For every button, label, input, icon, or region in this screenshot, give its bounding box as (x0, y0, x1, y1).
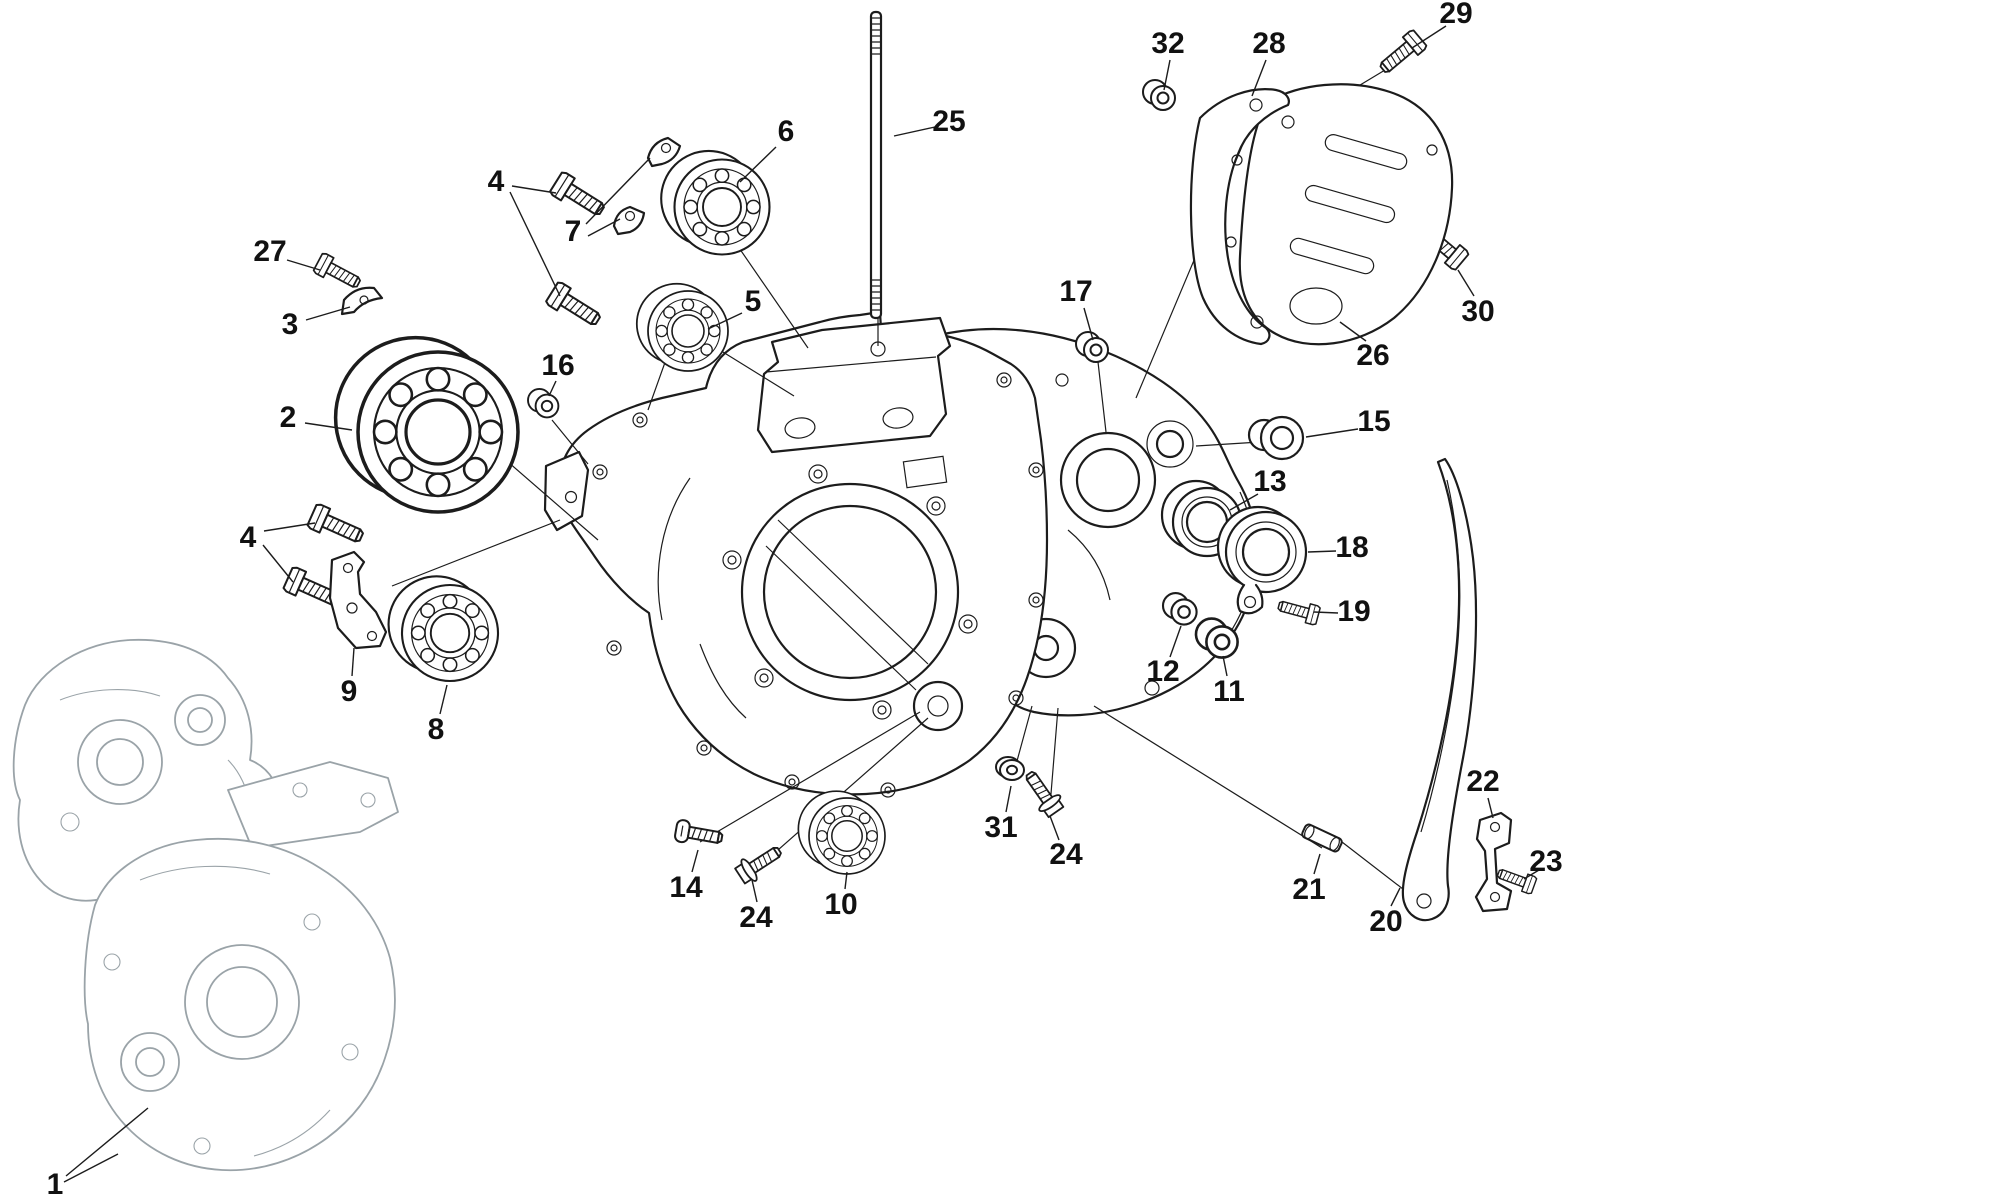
callout-17: 17 (1059, 275, 1093, 308)
callout-15: 15 (1357, 405, 1391, 438)
callout-18: 18 (1335, 531, 1369, 564)
tab-7b (612, 205, 646, 236)
callout-19: 19 (1337, 595, 1371, 628)
callout-31: 31 (984, 811, 1018, 844)
stud-25 (869, 10, 883, 320)
callout-4: 4 (487, 165, 505, 198)
callout-14: 14 (669, 871, 703, 904)
bracket-22 (1474, 811, 1513, 913)
callout-23: 23 (1529, 845, 1563, 878)
callout-24: 24 (1049, 838, 1083, 871)
callout-4: 4 (239, 521, 257, 554)
callout-12: 12 (1146, 655, 1180, 688)
tensioner-ring-18 (1216, 505, 1308, 615)
callout-13: 13 (1253, 465, 1287, 498)
callout-16: 16 (541, 349, 575, 382)
bush-15 (1247, 415, 1305, 461)
callout-10: 10 (824, 888, 858, 921)
callout-21: 21 (1292, 873, 1326, 906)
callout-28: 28 (1252, 27, 1286, 60)
callout-26: 26 (1356, 339, 1390, 372)
callout-9: 9 (340, 675, 358, 708)
sprocket-cover-26 (1238, 83, 1454, 346)
assembled-crankcase (12, 638, 399, 1172)
callout-25: 25 (932, 105, 966, 138)
bracket-9 (328, 550, 388, 650)
callout-8: 8 (427, 713, 445, 746)
left-wing-tab (543, 450, 590, 532)
tab-7a (646, 136, 682, 168)
callout-30: 30 (1461, 295, 1495, 328)
callout-22: 22 (1466, 765, 1500, 798)
callout-11: 11 (1213, 675, 1245, 708)
chain-guide-20 (1401, 457, 1478, 922)
stop-plate-3 (340, 286, 384, 316)
callout-27: 27 (253, 235, 287, 268)
callout-2: 2 (279, 401, 297, 434)
crankcase-main (543, 310, 1259, 798)
callout-1: 1 (46, 1168, 64, 1201)
cover-plate-28 (1189, 88, 1290, 346)
callout-24: 24 (739, 901, 773, 934)
callout-3: 3 (281, 308, 299, 341)
callout-20: 20 (1369, 905, 1403, 938)
callout-29: 29 (1439, 0, 1473, 30)
leader-lines (63, 25, 1540, 1183)
callout-6: 6 (777, 115, 795, 148)
callout-7: 7 (564, 215, 582, 248)
callout-32: 32 (1151, 27, 1185, 60)
callout-5: 5 (744, 285, 762, 318)
